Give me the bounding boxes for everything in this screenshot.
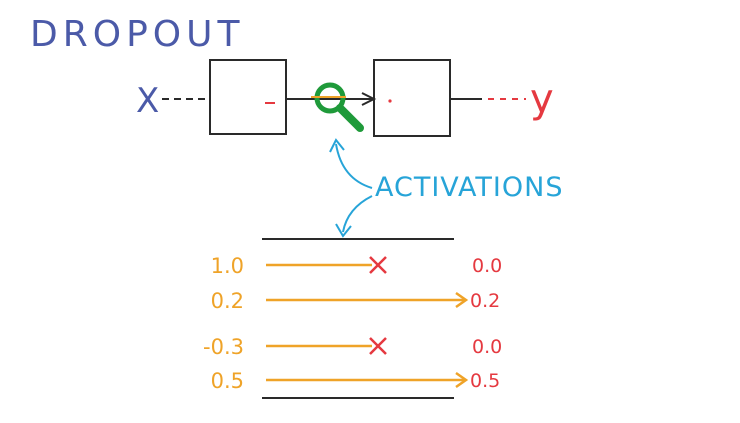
activation-output-value: 0.5 <box>470 370 500 392</box>
input-label: X <box>136 81 159 121</box>
arrow-head-icon <box>455 291 469 309</box>
annotation-arrow-down-head <box>335 223 352 238</box>
activation-output-value: 0.2 <box>470 290 500 312</box>
network-row: X y <box>136 59 554 137</box>
annotation-arrow-up <box>335 143 373 189</box>
activation-row: 1.0 0.0 <box>211 254 503 278</box>
activation-output-value: 0.0 <box>472 336 502 358</box>
activation-row: 0.2 0.2 <box>211 289 501 313</box>
activation-input-value: 0.2 <box>211 289 244 313</box>
activation-output-value: 0.0 <box>472 255 502 277</box>
cross-mark-icon <box>369 337 387 355</box>
layer-box-2 <box>373 59 451 137</box>
annotation-arrow-down <box>342 195 373 233</box>
magnifier-icon <box>311 82 364 132</box>
annotation-arrow-up-head <box>329 138 345 153</box>
layer-box-2-mark <box>388 99 392 103</box>
activation-table: 1.0 0.0 0.2 0.2 -0.3 0.0 0.5 0.5 <box>203 238 503 399</box>
layer-box-1 <box>209 59 287 135</box>
activation-row: 0.5 0.5 <box>211 369 501 393</box>
activation-input-value: -0.3 <box>203 335 244 359</box>
arrow-head-icon <box>455 371 469 389</box>
activation-row: -0.3 0.0 <box>203 335 502 359</box>
activation-input-value: 0.5 <box>211 369 244 393</box>
activations-annotation: ACTIVATIONS <box>329 138 563 238</box>
output-label: y <box>530 76 554 122</box>
activation-input-value: 1.0 <box>211 254 244 278</box>
cross-mark-icon <box>369 256 387 274</box>
diagram-title: DROPOUT <box>30 14 244 55</box>
annotation-label: ACTIVATIONS <box>375 172 563 203</box>
